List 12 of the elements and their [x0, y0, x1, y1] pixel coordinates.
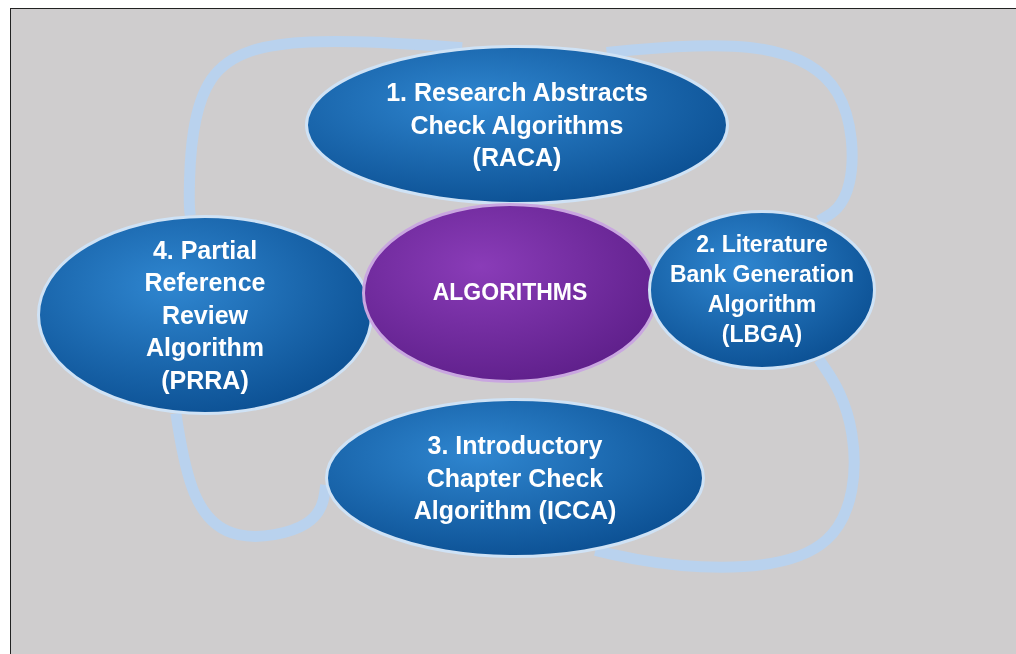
algorithm-ellipse — [37, 215, 373, 415]
node-label: 2. Literature Bank Generation Algorithm (LBGA) — [668, 230, 855, 349]
algorithm-ellipse — [305, 45, 729, 205]
ring-connector — [594, 356, 860, 573]
algorithm-ellipse — [325, 398, 705, 558]
node-label: 3. Introductory Chapter Check Algorithm (ICCA) — [412, 430, 618, 527]
algorithm-ellipse — [648, 210, 876, 370]
node-label: 4. Partial Reference Review Algorithm (PRRA) — [143, 234, 267, 396]
ring-connector — [170, 412, 332, 542]
node-label: ALGORITHMS — [431, 278, 589, 308]
ring-connector — [606, 40, 858, 226]
node-label: 1. Research Abstracts Check Algorithms (RACA) — [385, 77, 649, 174]
